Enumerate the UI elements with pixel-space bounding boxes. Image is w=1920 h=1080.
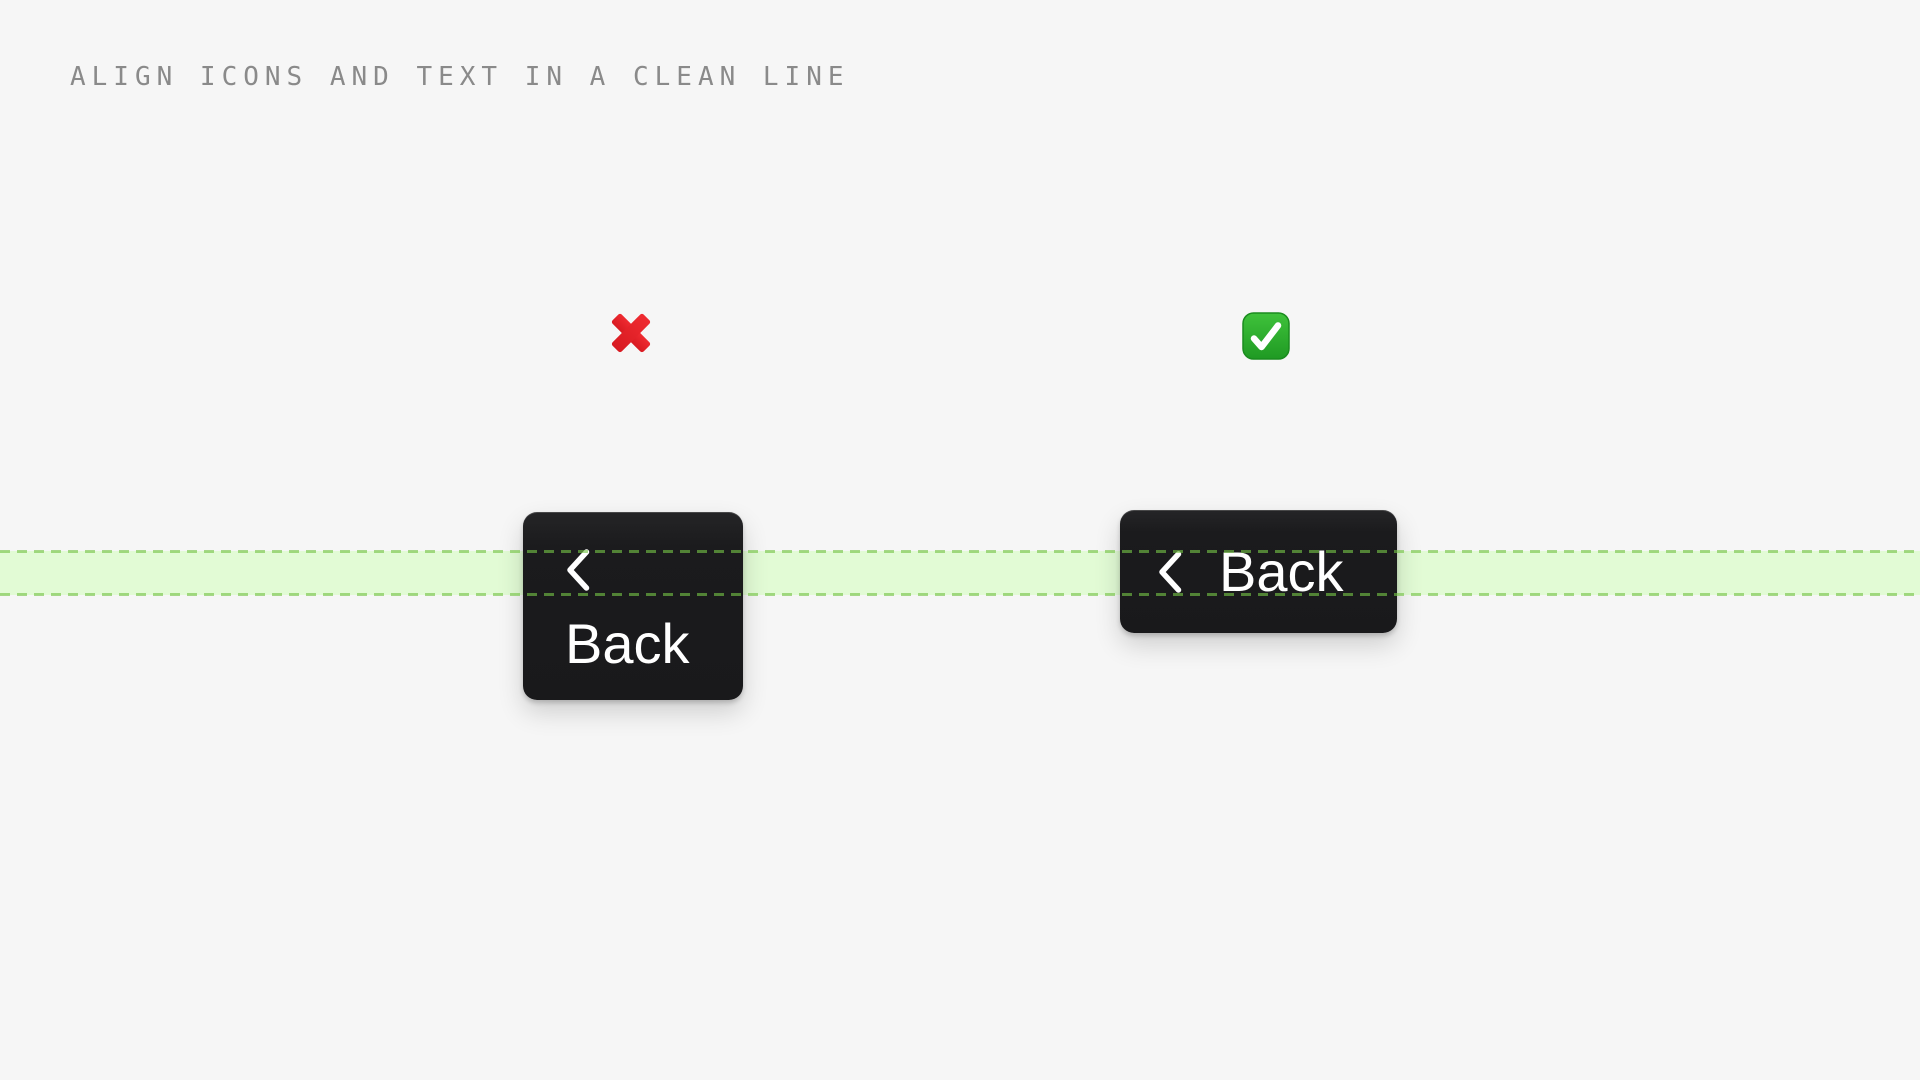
back-button-aligned[interactable]: Back [1120,510,1397,633]
check-mark-icon [1242,312,1290,360]
chevron-left-icon [565,548,591,592]
alignment-band [0,551,1920,595]
back-button-misaligned[interactable]: Back [523,512,743,700]
back-button-label: Back [565,612,690,675]
chevron-left-icon [1157,550,1183,594]
cross-mark-icon [608,310,654,356]
page-title: ALIGN ICONS AND TEXT IN A CLEAN LINE [70,62,850,92]
back-button-label: Back [1219,539,1344,603]
